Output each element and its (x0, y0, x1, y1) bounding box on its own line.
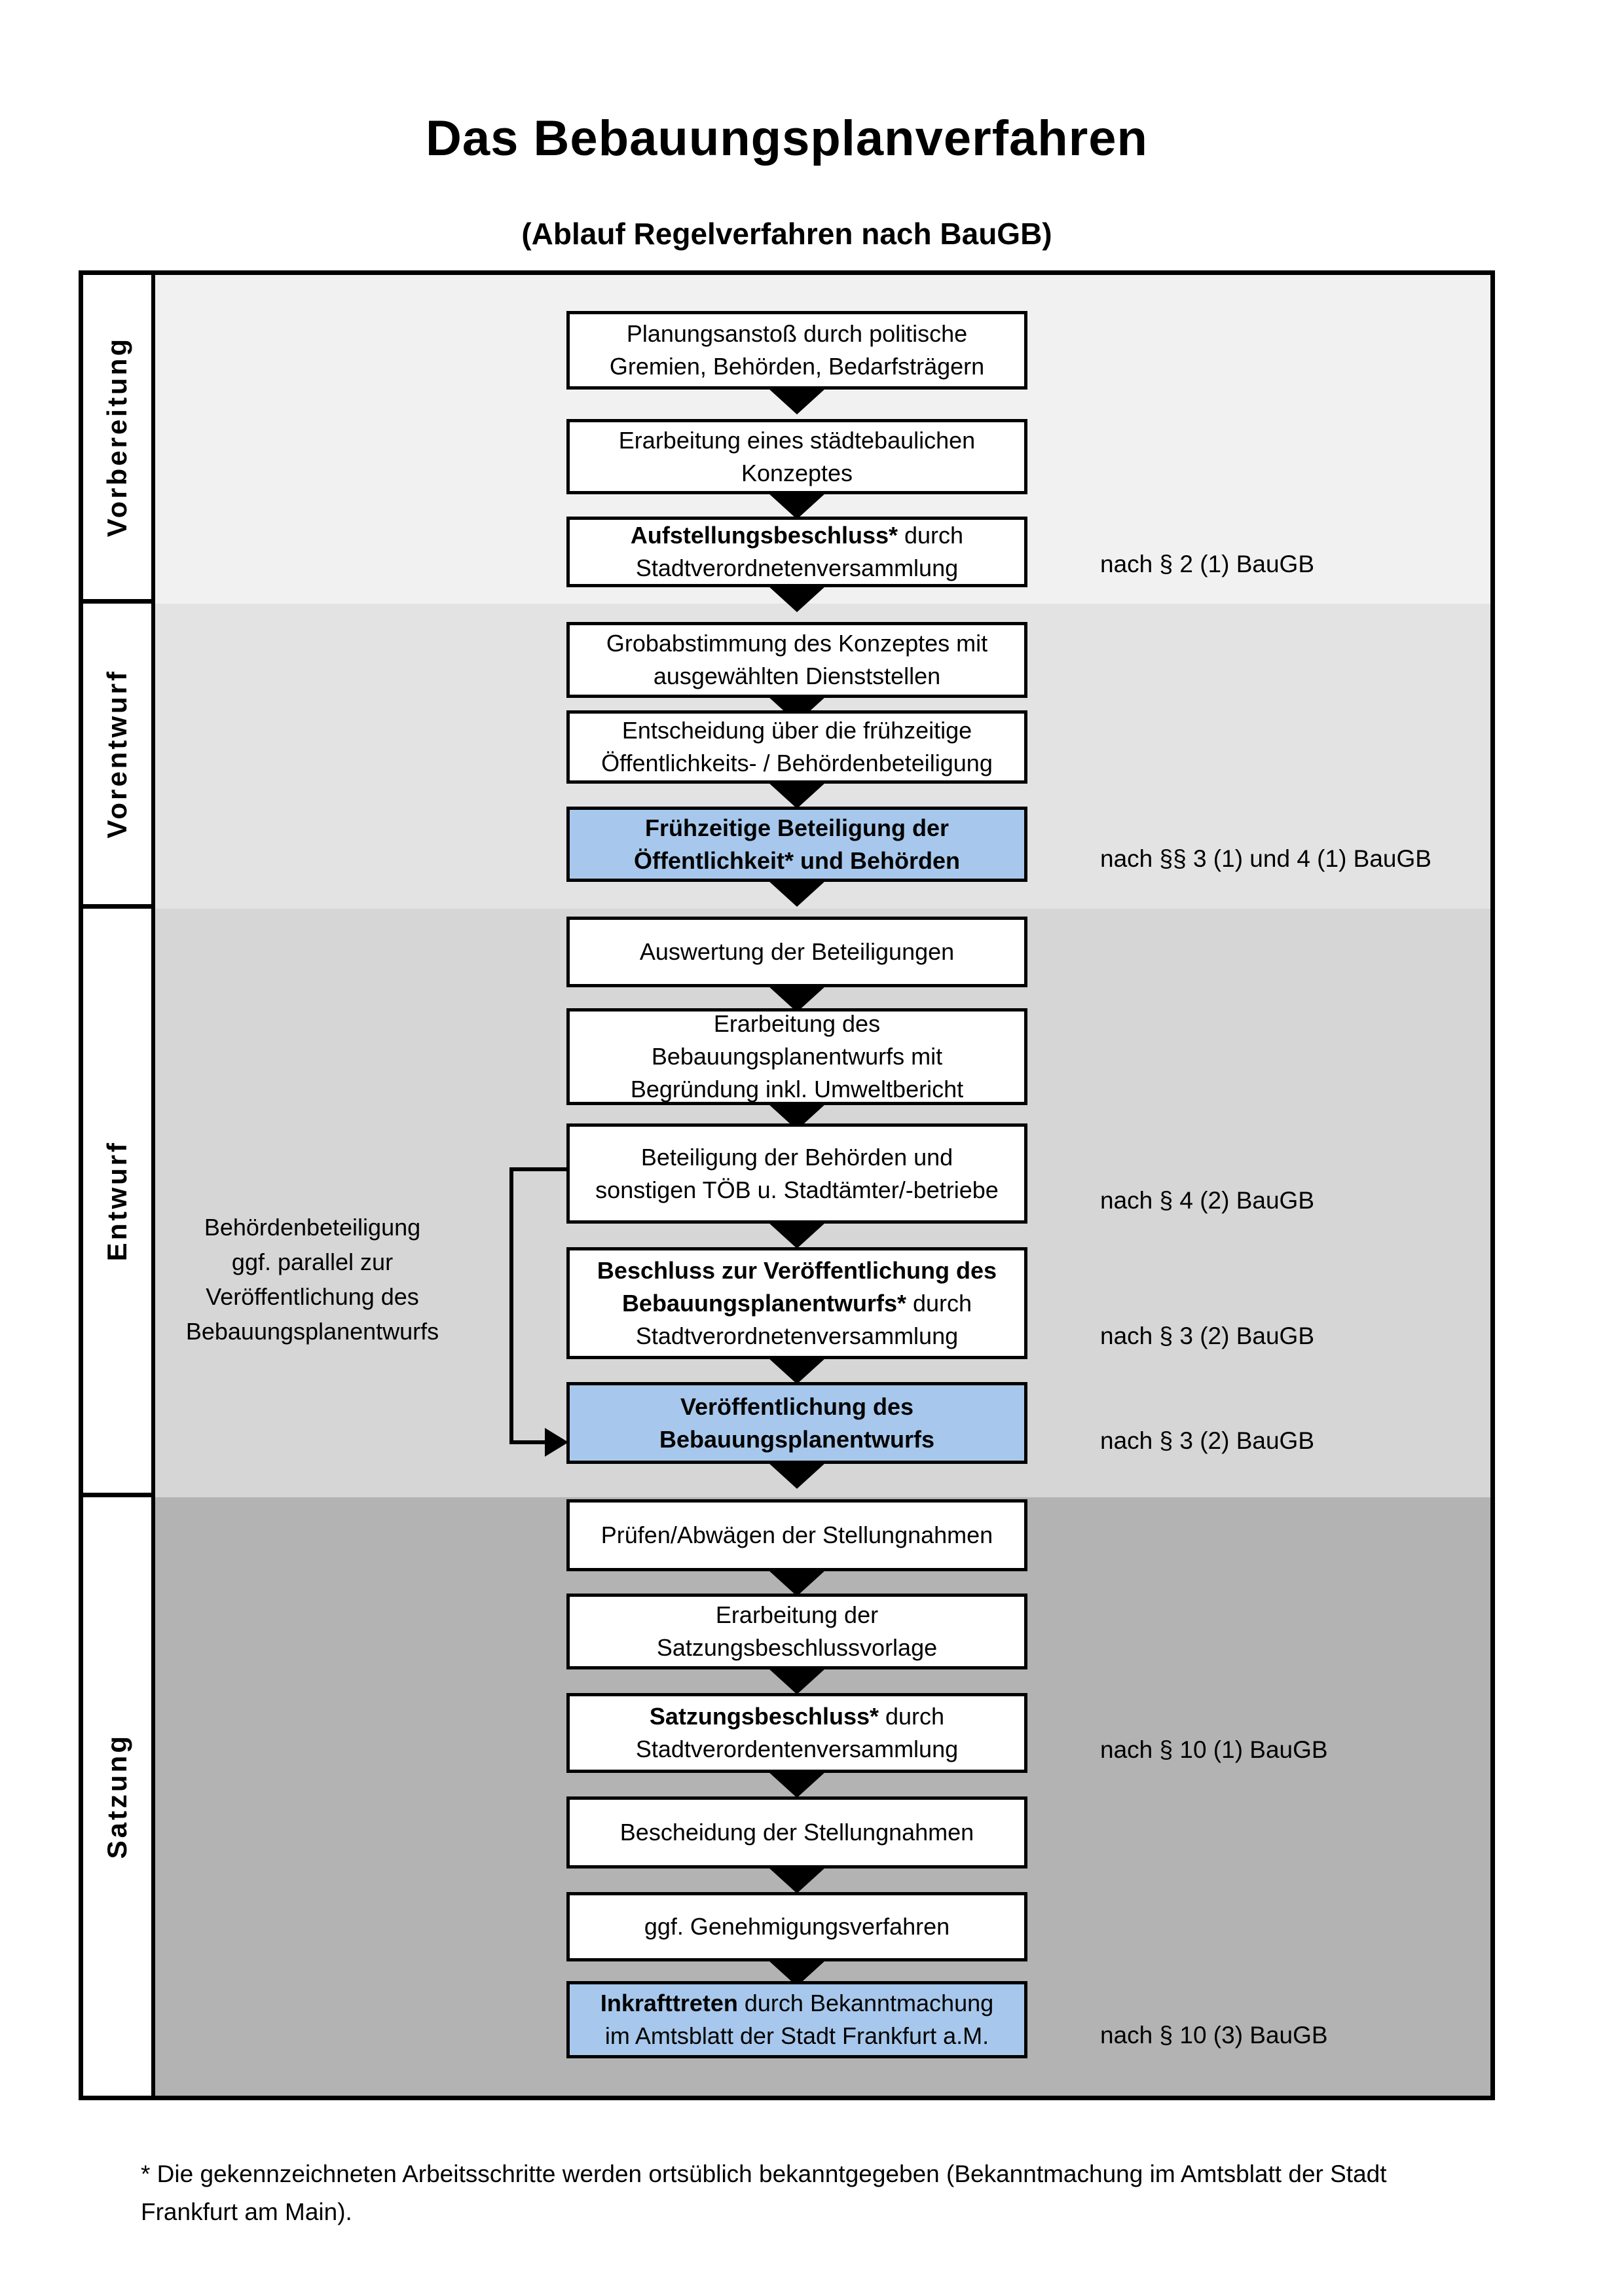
flow-step-text-line: Stadtverordnetenversammlung (635, 555, 959, 581)
flow-step-text-line: sonstigen TÖB u. Stadtämter/-betriebe (595, 1176, 999, 1203)
down-arrow-icon (768, 881, 826, 907)
down-arrow-icon (768, 1570, 826, 1596)
legal-reference: nach § 10 (3) BauGB (1100, 2022, 1328, 2049)
down-arrow-icon (768, 1668, 826, 1694)
sidebar-cell-vorentwurf: Vorentwurf (83, 604, 155, 909)
sidebar-cell-entwurf: Entwurf (83, 909, 155, 1497)
page-subtitle: (Ablauf Regelverfahren nach BauGB) (521, 217, 1052, 251)
side-note-line: Veröffentlichung des (206, 1283, 419, 1310)
flow-step-7: Auswertung der Beteiligungen (566, 917, 1027, 987)
flow-step-text-line: Erarbeitung des (713, 1010, 881, 1037)
side-note-line: ggf. parallel zur (231, 1248, 394, 1275)
down-arrow-icon (768, 782, 826, 809)
flow-step-9: Beteiligung der Behörden und sonstigen TÖ… (566, 1123, 1027, 1224)
flow-step-text-line: Erarbeitung eines städtebaulichen (618, 426, 976, 454)
flow-step-text-line: ausgewählten Dienststellen (653, 663, 941, 689)
connector-arrow-right-icon (545, 1428, 568, 1457)
flow-step-text-line: Begründung inkl. Umweltbericht (630, 1076, 964, 1102)
down-arrow-icon (768, 1463, 826, 1489)
connector-line-vertical (509, 1167, 513, 1444)
legal-reference: nach § 3 (2) BauGB (1100, 1322, 1315, 1349)
flow-step-text-line: Gremien, Behörden, Bedarfsträgern (609, 353, 985, 380)
flow-step-16: ggf. Genehmigungsverfahren (566, 1892, 1027, 1961)
flow-step-text-line: Öffentlichkeits- / Behördenbeteiligung (601, 750, 993, 776)
flow-step-text-line: Bescheidung der Stellungnahmen (619, 1819, 974, 1846)
flow-step-text-line: Stadtverordentenversammlung (635, 1736, 959, 1762)
down-arrow-icon (768, 1358, 826, 1384)
phase-label-vorentwurf: Vorentwurf (101, 669, 132, 839)
sidebar-cell-vorbereitung: Vorbereitung (83, 275, 155, 604)
flow-step-12: Prüfen/Abwägen der Stellungnahmen (566, 1499, 1027, 1571)
flow-step-text-line: ggf. Genehmigungsverfahren (644, 1913, 950, 1940)
flow-step-text-line: Veröffentlichung des (680, 1393, 914, 1420)
connector-line-top (509, 1167, 568, 1171)
phase-label-satzung: Satzung (101, 1734, 132, 1859)
flow-step-4: Grobabstimmung des Konzeptes mit ausgewäh… (566, 622, 1027, 698)
connector-line-bottom (509, 1440, 549, 1444)
flow-step-text-line: Aufstellungsbeschluss* durch (630, 522, 964, 549)
flow-step-text-line: Konzeptes (741, 459, 853, 486)
flow-step-text-line: im Amtsblatt der Stadt Frankfurt a.M. (604, 2022, 989, 2049)
flow-step-text-line: Erarbeitung der (715, 1601, 879, 1628)
down-arrow-icon (768, 1222, 826, 1248)
flow-step-text-line: Satzungsbeschlussvorlage (656, 1634, 938, 1661)
flow-step-text-line: Bebauungsplanentwurfs mit (651, 1043, 943, 1070)
footnote-line-2: Frankfurt am Main). (141, 2198, 352, 2225)
page-title: Das Bebauungsplanverfahren (426, 111, 1148, 166)
phase-label-vorbereitung: Vorbereitung (101, 337, 132, 538)
flow-step-text-line: Bebauungsplanentwurfs (659, 1425, 935, 1453)
flow-step-text-line: Beteiligung der Behörden und (640, 1143, 953, 1171)
legal-reference: nach §§ 3 (1) und 4 (1) BauGB (1100, 845, 1431, 872)
legal-reference: nach § 4 (2) BauGB (1100, 1187, 1315, 1214)
legal-reference: nach § 2 (1) BauGB (1100, 551, 1315, 577)
flow-step-text-line: Planungsanstoß durch politische (626, 320, 968, 347)
legal-reference: nach § 10 (1) BauGB (1100, 1736, 1328, 1763)
flow-step-text-line: Satzungsbeschluss* durch (649, 1703, 945, 1730)
side-note-line: Behördenbeteiligung (204, 1214, 421, 1241)
footnote: * Die gekennzeichneten Arbeitsschritte w… (141, 2155, 1529, 2231)
flow-step-15: Bescheidung der Stellungnahmen (566, 1796, 1027, 1868)
phase-label-entwurf: Entwurf (101, 1140, 132, 1262)
flow-step-text-line: Öffentlichkeit* und Behörden (633, 847, 961, 874)
down-arrow-icon (768, 388, 826, 414)
down-arrow-icon (768, 586, 826, 612)
flow-step-text-line: Auswertung der Beteiligungen (639, 938, 955, 965)
down-arrow-icon (768, 1867, 826, 1893)
flow-step-text-line: Beschluss zur Veröffentlichung des (597, 1256, 997, 1284)
flow-step-text-line: Frühzeitige Beteiligung der (644, 814, 950, 841)
legal-reference: nach § 3 (2) BauGB (1100, 1427, 1315, 1454)
down-arrow-icon (768, 1772, 826, 1798)
footnote-line-1: * Die gekennzeichneten Arbeitsschritte w… (141, 2160, 1387, 2187)
side-note-line: Bebauungsplanentwurfs (185, 1318, 439, 1345)
flow-step-text-line: Inkrafttreten durch Bekanntmachung (600, 1990, 994, 2016)
down-arrow-icon (768, 986, 826, 1012)
sidebar-cell-satzung: Satzung (83, 1497, 155, 2096)
down-arrow-icon (768, 493, 826, 519)
flow-step-text-line: Bebauungsplanentwurfs* durch (621, 1289, 972, 1317)
flow-step-text-line: Prüfen/Abwägen der Stellungnahmen (600, 1522, 993, 1548)
flow-step-text-line: Stadtverordnetenversammlung (635, 1322, 959, 1349)
flow-step-text-line: Entscheidung über die frühzeitige (621, 717, 972, 744)
flow-step-17: Inkrafttreten durch Bekanntmachung im Amt… (566, 1981, 1027, 2058)
flow-step-text-line: Grobabstimmung des Konzeptes mit (606, 630, 988, 657)
